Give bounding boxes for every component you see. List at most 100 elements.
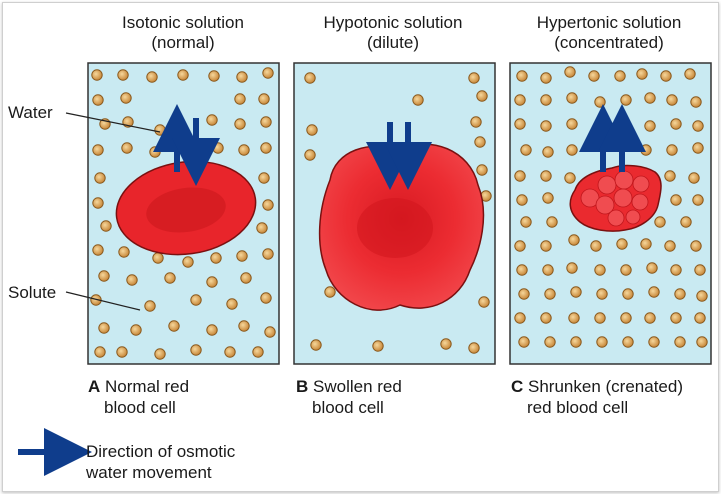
solute-particle: [152, 252, 164, 264]
legend-line1: Direction of osmotic: [86, 442, 236, 461]
solute-particle: [252, 346, 264, 358]
solute-particle: [542, 192, 554, 204]
solute-particle: [144, 300, 156, 312]
heading-hypotonic: Hypotonic solution (dilute): [293, 13, 493, 53]
solute-particle: [646, 262, 658, 274]
solute-leader-line: [65, 291, 141, 311]
solute-particle: [566, 262, 578, 274]
solute-particle: [644, 312, 656, 324]
solute-particle: [190, 294, 202, 306]
solute-particle: [470, 116, 482, 128]
heading-hypertonic: Hypertonic solution (concentrated): [506, 13, 712, 53]
solute-particle: [518, 288, 530, 300]
solute-particle: [94, 172, 106, 184]
solute-particle: [236, 71, 248, 83]
solute-particle: [620, 264, 632, 276]
solute-particle: [210, 252, 222, 264]
solute-particle: [566, 118, 578, 130]
caption-b: B Swollen red blood cell: [296, 376, 402, 418]
solute-particle: [260, 142, 272, 154]
solute-particle: [544, 336, 556, 348]
solute-particle: [236, 250, 248, 262]
heading-isotonic: Isotonic solution (normal): [88, 13, 278, 53]
solute-particle: [594, 312, 606, 324]
caption-b-letter: B: [296, 377, 309, 396]
solute-particle: [696, 336, 708, 348]
solute-particle: [440, 338, 452, 350]
solute-particle: [262, 199, 274, 211]
solute-particle: [622, 336, 634, 348]
solute-particle: [117, 69, 129, 81]
water-label: Water: [8, 103, 53, 122]
solute-particle: [514, 170, 526, 182]
solute-particle: [690, 96, 702, 108]
solute-particle: [516, 194, 528, 206]
solute-particle: [540, 240, 552, 252]
solute-particle: [306, 124, 318, 136]
solute-particle: [98, 270, 110, 282]
solute-particle: [542, 264, 554, 276]
solute-particle: [92, 144, 104, 156]
solute-particle: [224, 346, 236, 358]
solute-particle: [648, 336, 660, 348]
solute-particle: [164, 272, 176, 284]
caption-b-line1: Swollen red: [313, 377, 402, 396]
solute-particle: [98, 322, 110, 334]
legend-text: Direction of osmotic water movement: [86, 441, 235, 483]
solute-particle: [570, 286, 582, 298]
solute-particle: [516, 264, 528, 276]
solute-particle: [514, 118, 526, 130]
solute-particle: [596, 336, 608, 348]
solute-particle: [622, 288, 634, 300]
heading-hypertonic-line1: Hypertonic solution: [536, 13, 682, 32]
solute-particle: [568, 234, 580, 246]
solute-particle: [258, 172, 270, 184]
solute-particle: [240, 272, 252, 284]
solute-particle: [478, 296, 490, 308]
solute-particle: [620, 94, 632, 106]
solute-particle: [664, 240, 676, 252]
solute-particle: [568, 312, 580, 324]
solute-particle: [92, 197, 104, 209]
solute-particle: [514, 312, 526, 324]
solute-particle: [206, 276, 218, 288]
solute-particle: [520, 144, 532, 156]
solute-particle: [182, 256, 194, 268]
solute-particle: [566, 144, 578, 156]
solute-particle: [566, 92, 578, 104]
solute-particle: [690, 240, 702, 252]
solute-particle: [648, 286, 660, 298]
solute-particle: [670, 194, 682, 206]
solute-particle: [540, 170, 552, 182]
solute-particle: [594, 264, 606, 276]
solute-particle: [94, 346, 106, 358]
solute-particle: [540, 312, 552, 324]
solute-particle: [92, 94, 104, 106]
solute-particle: [540, 120, 552, 132]
solute-particle: [564, 66, 576, 78]
solute-particle: [692, 194, 704, 206]
solute-particle: [542, 146, 554, 158]
solute-label: Solute: [8, 283, 57, 302]
solute-particle: [177, 69, 189, 81]
caption-a-letter: A: [88, 377, 101, 396]
solute-particle: [310, 339, 322, 351]
solute-particle: [476, 164, 488, 176]
caption-a-line1: Normal red: [105, 377, 190, 396]
solute-particle: [564, 172, 576, 184]
solute-particle: [468, 72, 480, 84]
solute-particle: [262, 248, 274, 260]
solute-particle: [670, 264, 682, 276]
solute-particle: [324, 286, 336, 298]
solute-particle: [640, 238, 652, 250]
solute-particle: [304, 149, 316, 161]
normal-red-blood-cell: [115, 160, 257, 256]
solute-particle: [616, 238, 628, 250]
arrows-hypertonic: [579, 104, 646, 172]
solute-particle: [588, 70, 600, 82]
legend-line2: water movement: [86, 463, 212, 482]
solute-particle: [121, 142, 133, 154]
solute-particle: [154, 124, 166, 136]
solute-particle: [620, 312, 632, 324]
solute-particle: [206, 324, 218, 336]
